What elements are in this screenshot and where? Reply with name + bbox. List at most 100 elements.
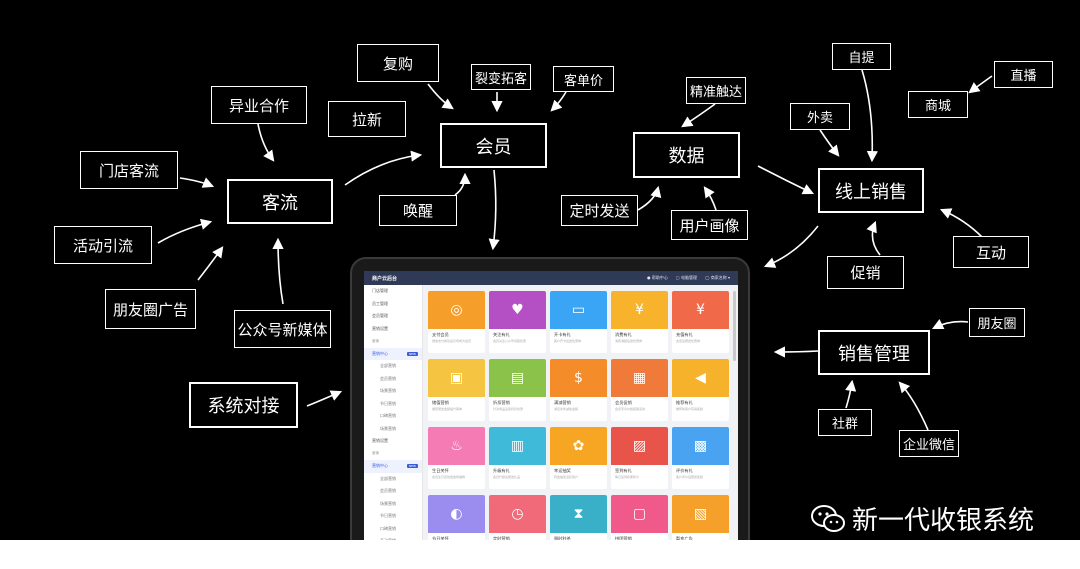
- sidebar-item-label: 营销中心: [372, 350, 388, 356]
- sidebar-item[interactable]: 场景营销: [364, 385, 422, 398]
- marketing-card[interactable]: ▦会员促销会员专享价格促销活动: [611, 359, 668, 421]
- marketing-card[interactable]: ¥消费有礼消费满额后送优惠券: [611, 291, 668, 353]
- arrow-yiye-keliu: [257, 123, 275, 162]
- card-illustration-icon: ▧: [672, 495, 729, 533]
- node-pengyouquan: 朋友圈: [969, 308, 1025, 337]
- card-description: 储值赠送金额提升客单: [432, 407, 463, 411]
- card-title: 生日关怀: [432, 468, 449, 473]
- sidebar-item-label: 营销设置: [372, 438, 388, 444]
- card-description: 客户开卡后送优惠券: [554, 339, 582, 343]
- marketing-card[interactable]: ▥升级有礼会员升级后赠送礼品: [489, 427, 546, 489]
- sidebar-item[interactable]: 会员营销: [364, 485, 422, 498]
- card-description: 满足条件减免金额: [554, 407, 579, 411]
- sidebar-item[interactable]: 节日营销: [364, 398, 422, 411]
- sidebar-item: 营销: [364, 335, 422, 348]
- card-title: 会员促销: [615, 400, 632, 405]
- sidebar-item[interactable]: 节日营销: [364, 510, 422, 523]
- card-illustration-icon: ✿: [550, 427, 607, 465]
- sidebar-item[interactable]: 会员管理: [364, 310, 422, 323]
- sidebar-item-label: 营销: [372, 338, 379, 343]
- card-illustration-icon: ¥: [611, 291, 668, 329]
- topbar-item[interactable]: ▢ 电脑管理: [675, 275, 697, 280]
- card-title: 限时秒杀: [554, 536, 571, 540]
- sidebar-item[interactable]: 门店管理: [364, 285, 422, 298]
- sidebar-item[interactable]: 会员营销: [364, 373, 422, 386]
- sidebar-item[interactable]: 口碑营销: [364, 410, 422, 423]
- marketing-card-grid: ◎支付会员微信支付成功后引导成为会员♥关注有礼会员关注公众号领取优惠▭开卡有礼客…: [428, 291, 729, 540]
- arrow-shequn-xiaoshou: [845, 379, 857, 409]
- marketing-card[interactable]: ◎支付会员微信支付成功后引导成为会员: [428, 291, 485, 353]
- marketing-card[interactable]: ▧裂变广告分享裂变获取新客: [672, 495, 729, 540]
- node-shequn: 社群: [818, 409, 872, 436]
- card-title: 折扣营销: [493, 400, 510, 405]
- marketing-card[interactable]: ♨生日关怀会员生日自动发放祝福券: [428, 427, 485, 489]
- card-title: 支付会员: [432, 332, 449, 337]
- marketing-card[interactable]: ◀推荐有礼推荐新客户获得奖励: [672, 359, 729, 421]
- sidebar-item: 营销: [364, 448, 422, 461]
- sidebar-item[interactable]: 口碑营销: [364, 523, 422, 536]
- marketing-card[interactable]: ♥关注有礼会员关注公众号领取优惠: [489, 291, 546, 353]
- marketing-card[interactable]: ✿幸运抽奖转盘抽奖活跃用户: [550, 427, 607, 489]
- arrow-laxin-huiyuan: [344, 150, 423, 186]
- sidebar-item[interactable]: 场景营销: [364, 423, 422, 436]
- sidebar-item-label: 节日营销: [380, 513, 396, 519]
- card-illustration-icon: $: [550, 359, 607, 397]
- sidebar-item-label: 互动营销: [380, 538, 396, 540]
- card-illustration-icon: ⧗: [550, 495, 607, 533]
- marketing-card[interactable]: $满减营销满足条件减免金额: [550, 359, 607, 421]
- marketing-card[interactable]: ▨签到有礼每日签到积累积分: [611, 427, 668, 489]
- node-xiaoshou: 销售管理: [818, 330, 930, 375]
- sidebar-item[interactable]: 场景营销: [364, 498, 422, 511]
- diagram-canvas: 复购 裂变拓客 客单价 异业合作 拉新 会员 精准触达 数据 自提 直播 商城 …: [0, 0, 1080, 540]
- card-illustration-icon: ◐: [428, 495, 485, 533]
- marketing-card[interactable]: ¥充值有礼充值后赠送优惠券: [672, 291, 729, 353]
- marketing-card[interactable]: ◷定时营销定时发送营销信息: [489, 495, 546, 540]
- sidebar-item-label: 节日营销: [380, 400, 396, 406]
- marketing-card[interactable]: ◐节日关怀节假日自动发送关怀: [428, 495, 485, 540]
- new-badge: NEW: [406, 464, 418, 469]
- sidebar-item[interactable]: 全部营销: [364, 360, 422, 373]
- marketing-card[interactable]: ▩评价有礼客户评价后赠送奖励: [672, 427, 729, 489]
- arrow-pengyouquan-xiaoshou: [931, 318, 969, 330]
- sidebar-item[interactable]: 营销设置: [364, 323, 422, 336]
- node-keliu: 客流: [227, 179, 333, 224]
- sidebar-item[interactable]: 员工管理: [364, 298, 422, 311]
- arrow-huiyuan-tablet: [488, 169, 500, 251]
- node-huodong: 活动引流: [54, 226, 152, 264]
- card-title: 升级有礼: [493, 468, 510, 473]
- marketing-card[interactable]: ⧗限时秒杀限时抢购提升销量: [550, 495, 607, 540]
- marketing-card[interactable]: ▣储值营销储值赠送金额提升客单: [428, 359, 485, 421]
- card-title: 充值有礼: [676, 332, 693, 337]
- arrow-kedanjia-huiyuan: [550, 91, 567, 112]
- sidebar-item[interactable]: 营销设置: [364, 435, 422, 448]
- marketing-card[interactable]: ▤折扣营销针对商品设置折扣优惠: [489, 359, 546, 421]
- topbar-item[interactable]: ◯ 商家名称 ▾: [704, 275, 730, 280]
- card-illustration-icon: ▥: [489, 427, 546, 465]
- card-title: 评价有礼: [676, 468, 693, 473]
- bottom-margin: [0, 540, 1080, 569]
- card-illustration-icon: ▣: [428, 359, 485, 397]
- app-topbar: 商户云后台 ● 帮助中心▢ 电脑管理◯ 商家名称 ▾: [364, 271, 738, 285]
- node-kedanjia: 客单价: [553, 66, 614, 92]
- sidebar-item[interactable]: 互动营销: [364, 535, 422, 540]
- sidebar-item[interactable]: 全部营销: [364, 473, 422, 486]
- node-jingzhun: 精准触达: [686, 77, 746, 104]
- topbar-item[interactable]: ● 帮助中心: [647, 275, 668, 280]
- card-description: 推荐新客户获得奖励: [676, 407, 704, 411]
- arrow-waimai-xianshang: [819, 129, 840, 157]
- tablet-screen: 商户云后台 ● 帮助中心▢ 电脑管理◯ 商家名称 ▾ 门店管理员工管理会员管理营…: [364, 271, 738, 540]
- sidebar-item-label: 场景营销: [380, 500, 396, 506]
- marketing-card[interactable]: ▢拼团营销多人拼团享优惠: [611, 495, 668, 540]
- wechat-icon: [811, 504, 845, 532]
- card-illustration-icon: ♨: [428, 427, 485, 465]
- content-scrollbar[interactable]: [733, 291, 736, 361]
- card-illustration-icon: ▨: [611, 427, 668, 465]
- card-description: 微信支付成功后引导成为会员: [432, 339, 472, 343]
- card-description: 针对商品设置折扣优惠: [493, 407, 524, 411]
- arrow-xiaoshou-tablet: [773, 346, 819, 358]
- topbar-actions: ● 帮助中心 ▢ 电脑管理 ◯ 商家名称 ▾: [647, 275, 738, 281]
- marketing-card[interactable]: ▭开卡有礼客户开卡后送优惠券: [550, 291, 607, 353]
